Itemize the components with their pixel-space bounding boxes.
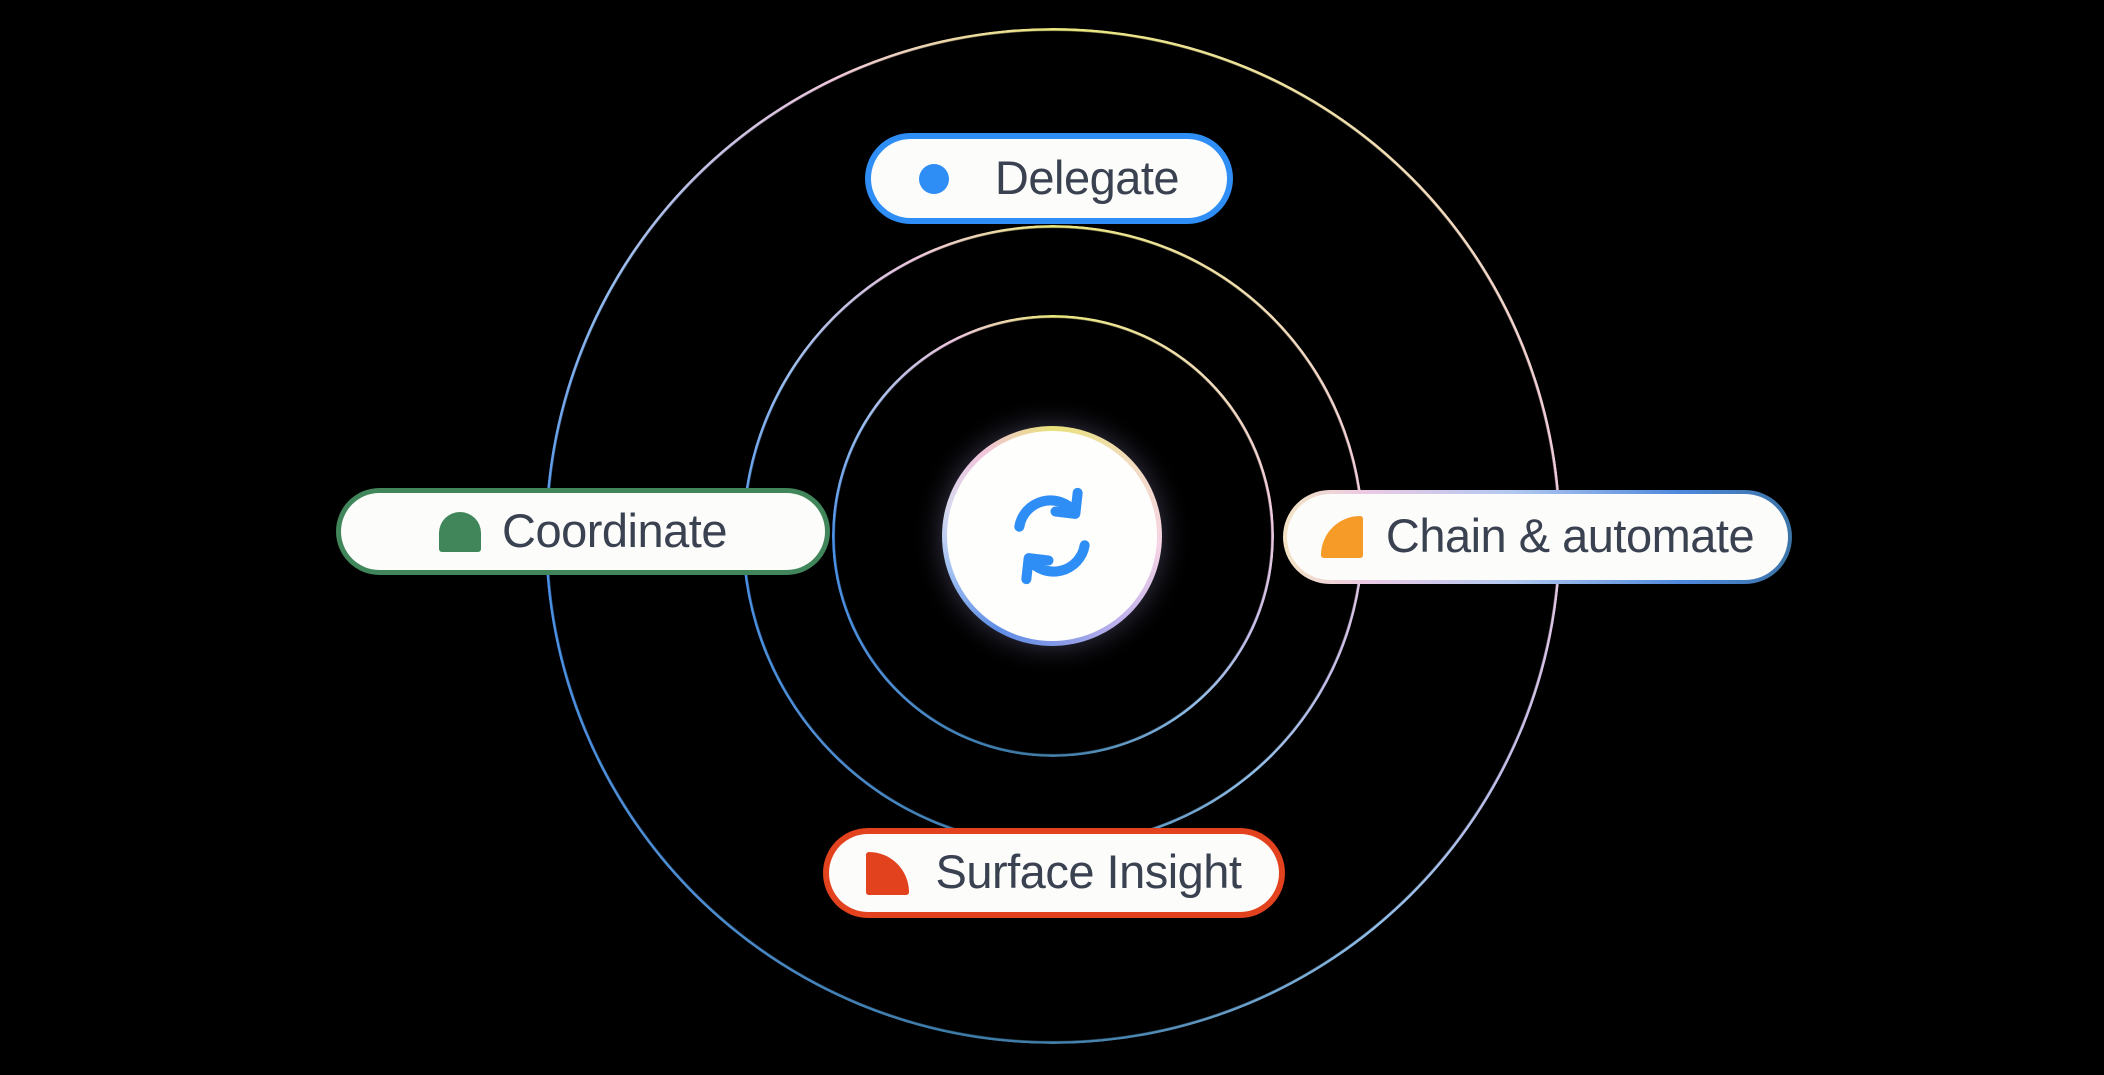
chain-automate-label: Chain & automate [1385,509,1755,562]
chain-automate-chip-face: Chain & automate [1287,494,1788,580]
sync-icon [1014,487,1090,585]
surface-insight-chip-face: Surface Insight [829,834,1279,912]
center-badge-face [947,431,1157,641]
coordinate-arch-icon [439,511,482,552]
coordinate-chip-face: Coordinate [341,493,825,570]
center-badge [942,426,1162,646]
surface-insight-chip: Surface Insight [823,828,1285,918]
surface-quarter-circle-icon [866,851,910,895]
surface-insight-label: Surface Insight [935,845,1242,898]
delegate-label: Delegate [994,150,1180,204]
coordinate-chip: Coordinate [336,488,830,575]
delegate-chip: Delegate [865,133,1233,224]
delegate-chip-face: Delegate [871,139,1227,218]
delegate-dot-icon [918,163,949,194]
chain-quarter-circle-icon [1320,516,1363,558]
chain-automate-chip: Chain & automate [1283,490,1792,584]
coordinate-label: Coordinate [502,503,727,557]
